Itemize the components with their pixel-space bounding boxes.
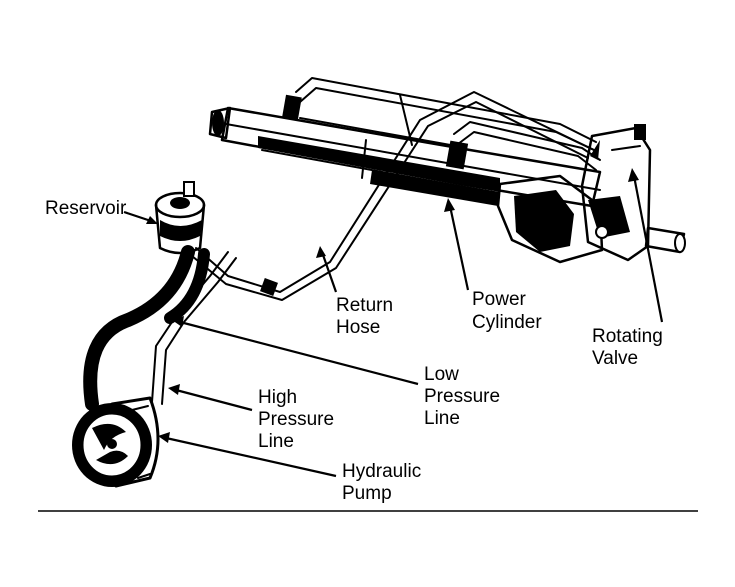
gear-lines xyxy=(295,77,601,171)
label-power-cylinder-line1: Power xyxy=(472,289,527,310)
label-return-hose-line2: Hose xyxy=(336,317,380,338)
return-hose xyxy=(191,91,595,301)
power-cylinder-assembly xyxy=(208,94,604,264)
leader-lines xyxy=(123,168,664,478)
label-low-pressure-line-2: Pressure xyxy=(424,386,500,407)
reservoir xyxy=(154,181,206,255)
low-pressure-hose xyxy=(83,245,210,411)
label-high-pressure-line-1: High xyxy=(258,387,297,408)
rotating-valve-housing xyxy=(580,124,686,262)
label-high-pressure-line-2: Pressure xyxy=(258,409,334,430)
hydraulic-pump xyxy=(72,396,160,488)
label-hydraulic-pump-line2: Pump xyxy=(342,483,392,504)
label-reservoir: Reservoir xyxy=(45,198,127,219)
label-return-hose-line1: Return xyxy=(336,295,393,316)
label-rotating-valve-line1: Rotating xyxy=(592,326,663,347)
label-rotating-valve-line2: Valve xyxy=(592,348,638,369)
high-pressure-line xyxy=(151,251,237,405)
label-low-pressure-line-1: Low xyxy=(424,364,459,385)
label-low-pressure-line-3: Line xyxy=(424,408,460,429)
label-high-pressure-line-3: Line xyxy=(258,431,294,452)
label-hydraulic-pump-line1: Hydraulic xyxy=(342,461,421,482)
label-power-cylinder-line2: Cylinder xyxy=(472,312,542,333)
